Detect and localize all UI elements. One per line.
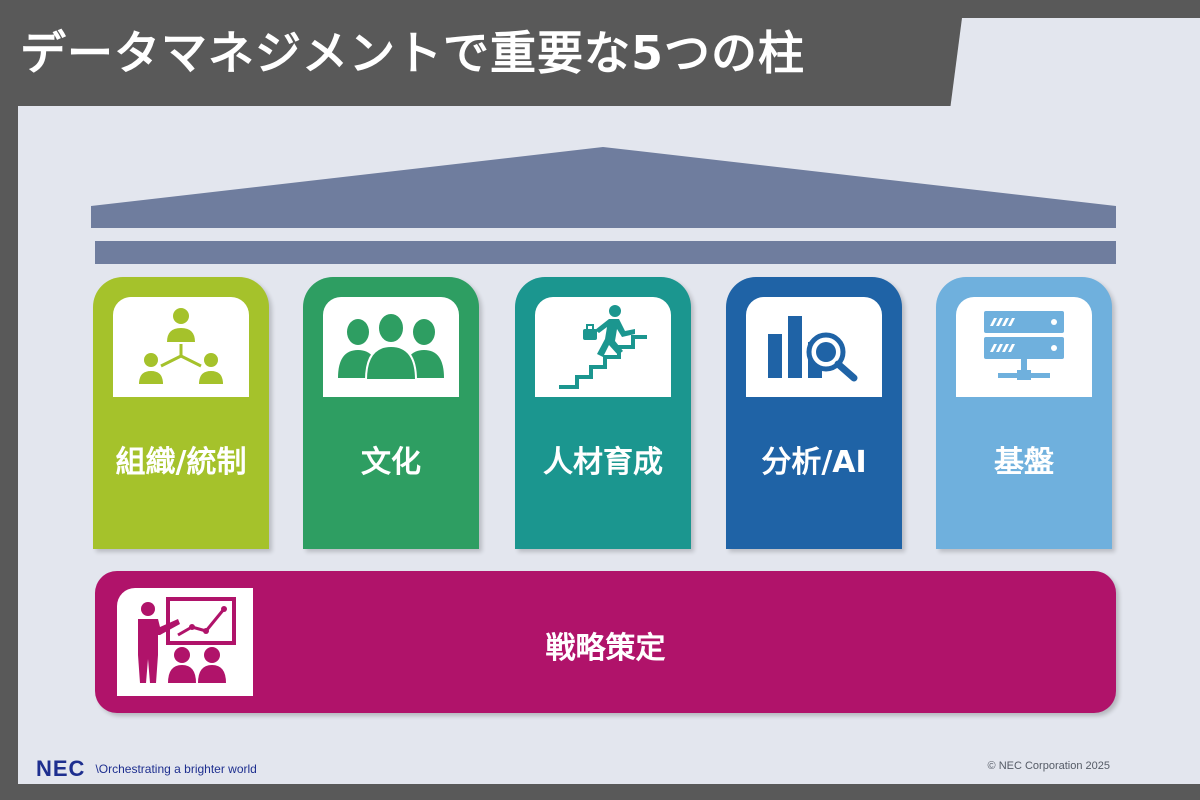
pillar-icon-box	[535, 297, 671, 397]
people-group-icon	[338, 312, 444, 381]
pillar-label: 基盤	[994, 445, 1054, 480]
title-tab-shape	[950, 18, 1200, 110]
pillar-talent: 人材育成	[515, 277, 691, 549]
pillar-label: 組織/統制	[115, 445, 247, 480]
pillar-icon-box	[113, 297, 249, 397]
pillar-icon-box	[956, 297, 1092, 397]
roof-pediment	[91, 147, 1116, 228]
base-icon-box	[117, 588, 253, 696]
temple-roof	[91, 147, 1116, 264]
page-title: データマネジメントで重要な5つの柱	[20, 26, 806, 80]
pillar-label: 人材育成	[543, 445, 663, 480]
pillar-organization: 組織/統制	[93, 277, 269, 549]
copyright: © NEC Corporation 2025	[987, 760, 1110, 772]
pillar-analytics-ai: 分析/AI	[726, 277, 902, 549]
presenter-whiteboard-icon	[138, 597, 236, 683]
pillar-base-strategy: 戦略策定	[95, 571, 1116, 713]
nec-logo: NEC	[36, 756, 86, 781]
roof-beam	[95, 241, 1116, 264]
pillar-icon-box	[323, 297, 459, 397]
pillar-label: 文化	[361, 445, 421, 480]
footer-brand: NEC \Orchestrating a brighter world	[36, 754, 257, 784]
pillar-culture: 文化	[303, 277, 479, 549]
tagline: \Orchestrating a brighter world	[95, 762, 257, 776]
server-rack-icon	[984, 311, 1064, 380]
person-climbing-stairs-icon	[559, 305, 647, 389]
pillar-label: 分析/AI	[761, 445, 867, 480]
bar-chart-magnifier-icon	[768, 316, 858, 382]
base-label: 戦略策定	[545, 631, 666, 666]
footer	[18, 754, 1200, 784]
organization-network-icon	[139, 308, 223, 384]
pillar-infrastructure: 基盤	[936, 277, 1112, 549]
pillar-icon-box	[746, 297, 882, 397]
